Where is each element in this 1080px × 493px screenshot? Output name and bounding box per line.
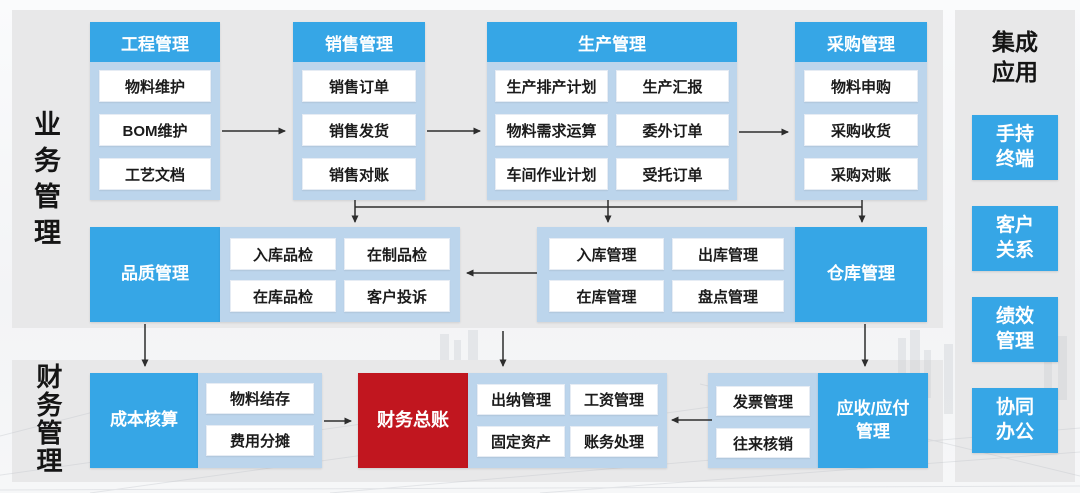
- office-line1: 协同: [995, 396, 1034, 418]
- crm-line2: 关系: [995, 239, 1034, 261]
- procurement-management-header: 采购管理: [795, 22, 927, 62]
- engineering-management-header: 工程管理: [90, 22, 220, 62]
- ar-ap-management-node: 应收/应付 管理: [818, 373, 928, 468]
- cashier-items-panel: 出纳管理 工资管理 固定资产 账务处理: [468, 373, 667, 468]
- consignment-order-box: 受托订单: [616, 158, 729, 190]
- procurement-column: 采购管理 物料申购 采购收货 采购对账: [795, 22, 927, 200]
- outbound-management-box: 出库管理: [672, 238, 784, 270]
- performance-management-node: 绩效 管理: [972, 297, 1058, 362]
- mrp-calculation-box: 物料需求运算: [495, 114, 608, 146]
- cashier-management-box: 出纳管理: [477, 384, 565, 415]
- integration-title-line2: 应用: [992, 58, 1038, 85]
- customer-relationship-node: 客户 关系: [972, 206, 1058, 271]
- in-stock-inspection-box: 在库品检: [230, 280, 336, 312]
- purchase-reconciliation-box: 采购对账: [804, 158, 918, 190]
- sales-reconciliation-box: 销售对账: [302, 158, 416, 190]
- invoice-items-panel: 发票管理 往来核销: [708, 373, 818, 468]
- crm-line1: 客户: [995, 214, 1034, 236]
- integration-title-line1: 集成: [992, 29, 1038, 55]
- material-requisition-box: 物料申购: [804, 70, 918, 102]
- ar-ap-line2: 管理: [856, 421, 890, 441]
- handheld-line2: 终端: [995, 148, 1034, 170]
- stocktaking-management-box: 盘点管理: [672, 280, 784, 312]
- production-scheduling-box: 生产排产计划: [495, 70, 608, 102]
- business-management-label: 业务管理: [30, 110, 60, 254]
- production-management-header: 生产管理: [487, 22, 737, 62]
- incoming-inspection-box: 入库品检: [230, 238, 336, 270]
- ar-ap-line1: 应收/应付: [836, 398, 910, 418]
- office-line2: 办公: [995, 421, 1034, 443]
- general-ledger-node: 财务总账: [358, 373, 468, 468]
- sales-column: 销售管理 销售订单 销售发货 销售对账: [293, 22, 425, 200]
- engineering-column: 工程管理 物料维护 BOM维护 工艺文档: [90, 22, 220, 200]
- purchase-receiving-box: 采购收货: [804, 114, 918, 146]
- payroll-management-box: 工资管理: [570, 384, 658, 415]
- finance-management-label: 财务管理: [33, 363, 63, 475]
- production-report-box: 生产汇报: [616, 70, 729, 102]
- integrated-applications-title: 集成 应用: [955, 28, 1075, 88]
- quality-management-node: 品质管理: [90, 227, 220, 322]
- material-balance-box: 物料结存: [206, 383, 314, 414]
- workshop-plan-box: 车间作业计划: [495, 158, 608, 190]
- quality-items-panel: 入库品检 在制品检 在库品检 客户投诉: [220, 227, 460, 322]
- material-maintenance-box: 物料维护: [99, 70, 211, 102]
- production-column: 生产管理 生产排产计划 物料需求运算 车间作业计划 生产汇报 委外订单 受托订单: [487, 22, 737, 200]
- accounting-processing-box: 账务处理: [570, 426, 658, 457]
- performance-line1: 绩效: [995, 305, 1034, 327]
- stock-management-box: 在库管理: [549, 280, 664, 312]
- bom-maintenance-box: BOM维护: [99, 114, 211, 146]
- cost-accounting-node: 成本核算: [90, 373, 198, 468]
- sales-management-header: 销售管理: [293, 22, 425, 62]
- inbound-management-box: 入库管理: [549, 238, 664, 270]
- customer-complaint-box: 客户投诉: [344, 280, 450, 312]
- collaborative-office-node: 协同 办公: [972, 388, 1058, 453]
- warehouse-management-node: 仓库管理: [795, 227, 927, 322]
- cost-items-panel: 物料结存 费用分摊: [198, 373, 322, 468]
- stock-items-panel: 入库管理 出库管理 在库管理 盘点管理: [537, 227, 795, 322]
- sales-delivery-box: 销售发货: [302, 114, 416, 146]
- fixed-assets-box: 固定资产: [477, 426, 565, 457]
- handheld-line1: 手持: [995, 123, 1034, 145]
- handheld-terminal-node: 手持 终端: [972, 115, 1058, 180]
- performance-line2: 管理: [995, 330, 1034, 352]
- outsourcing-order-box: 委外订单: [616, 114, 729, 146]
- transaction-writeoff-box: 往来核销: [716, 428, 810, 458]
- in-process-inspection-box: 在制品检: [344, 238, 450, 270]
- invoice-management-box: 发票管理: [716, 386, 810, 416]
- sales-order-box: 销售订单: [302, 70, 416, 102]
- expense-allocation-box: 费用分摊: [206, 425, 314, 456]
- process-documents-box: 工艺文档: [99, 158, 211, 190]
